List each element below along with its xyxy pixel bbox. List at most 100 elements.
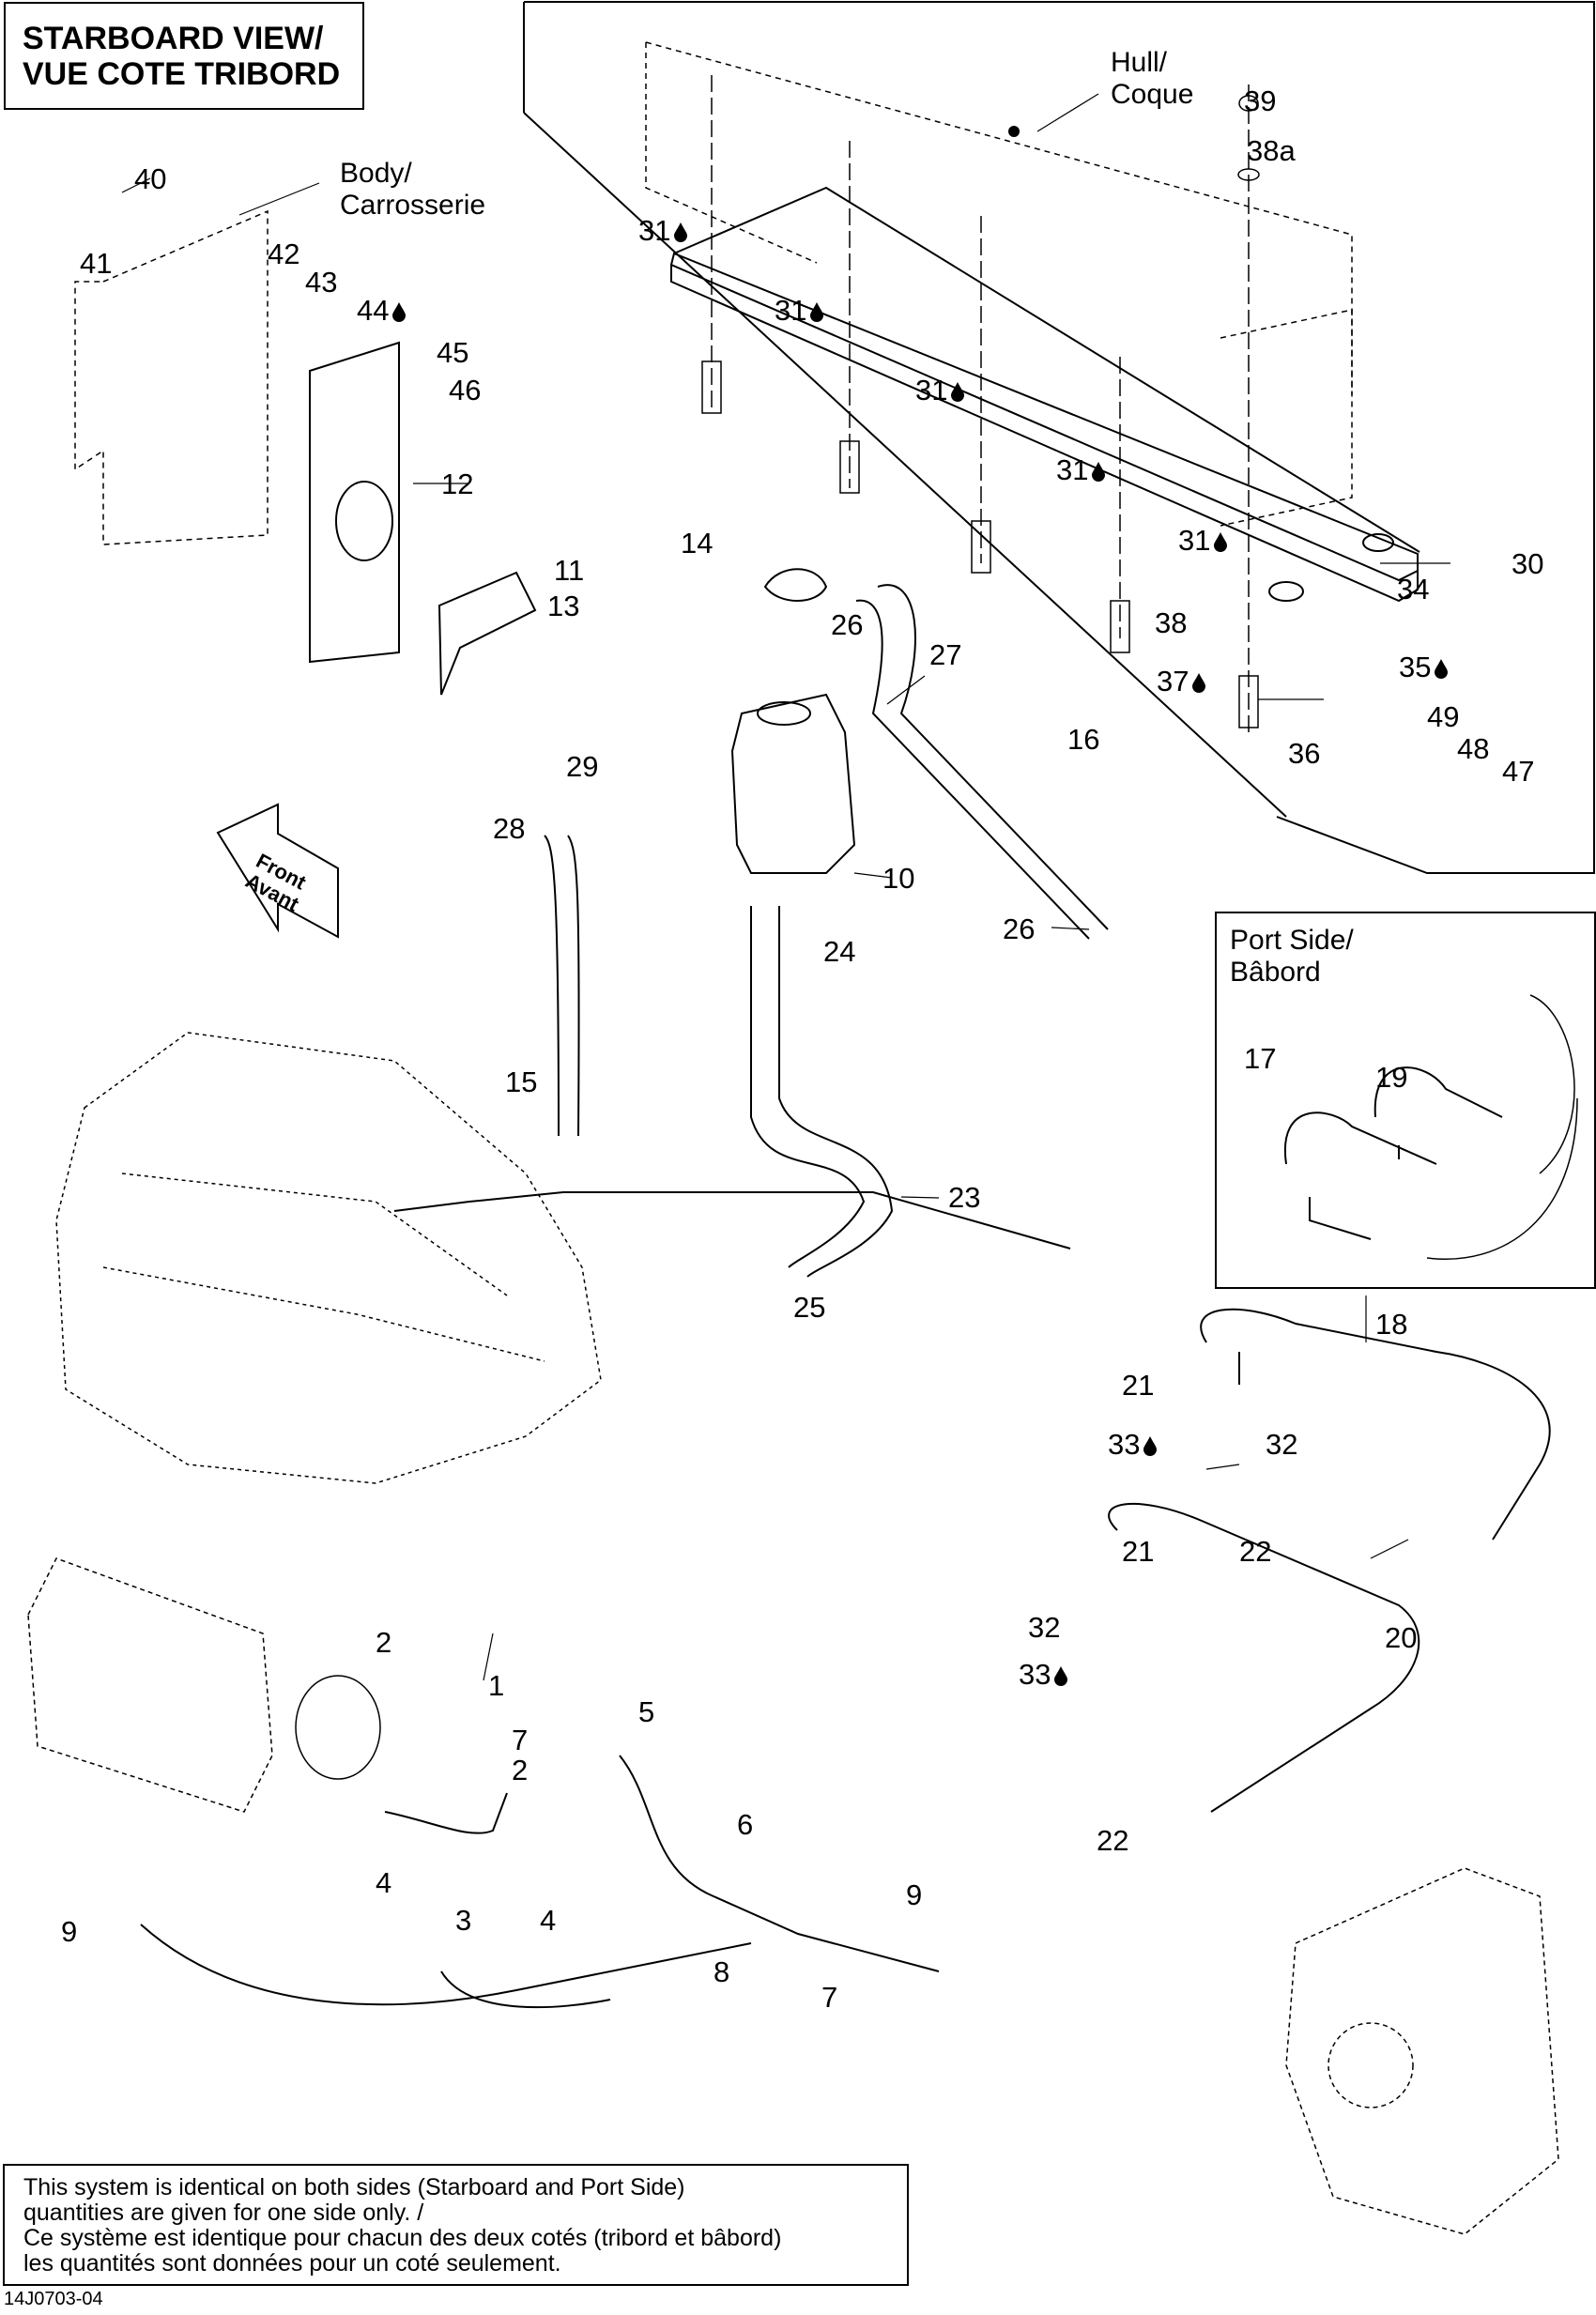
bolts-31-36 [701, 75, 1260, 732]
sealant-drop-icon [389, 296, 407, 325]
part-label-47: 47 [1502, 757, 1534, 786]
note-line: les quantités sont données pour un coté … [23, 2250, 561, 2277]
part-label-30: 30 [1512, 549, 1543, 578]
part-label-42: 42 [268, 239, 299, 268]
part-label-3: 3 [455, 1906, 471, 1935]
sealant-drop-icon [947, 376, 965, 405]
part-label-9: 9 [906, 1880, 922, 1909]
part-number: 1 [488, 1669, 505, 1702]
part-label-4: 4 [540, 1906, 556, 1935]
part-label-46: 46 [449, 376, 481, 405]
part-number: 24 [823, 935, 856, 968]
part-label-11: 11 [554, 556, 584, 585]
part-number: 7 [512, 1724, 529, 1756]
part-number: 18 [1375, 1308, 1408, 1341]
part-number: 2 [376, 1626, 392, 1659]
part-label-15: 15 [505, 1067, 537, 1096]
part-number: 45 [437, 336, 469, 369]
hull-callout: Hull/ Coque [1111, 47, 1193, 111]
port-side-hoses [1283, 994, 1578, 1260]
part-label-6: 6 [737, 1810, 753, 1839]
part-number: 34 [1397, 573, 1430, 606]
part-number: 4 [376, 1866, 392, 1899]
part-label-2: 2 [376, 1628, 391, 1657]
part-number: 22 [1097, 1824, 1129, 1857]
part-number: 28 [493, 812, 526, 845]
part-label-22: 22 [1239, 1537, 1271, 1566]
part-number: 9 [906, 1878, 923, 1911]
part-label-4: 4 [376, 1868, 391, 1897]
body-callout-fr: Carrosserie [340, 190, 486, 221]
part-number: 12 [441, 468, 474, 500]
part-number: 5 [638, 1695, 655, 1728]
sealant-drop-icon [1189, 667, 1206, 696]
part-number: 31 [638, 214, 671, 247]
part-number: 31 [1178, 524, 1211, 557]
note-line: quantities are given for one side only. … [23, 2200, 424, 2226]
part-label-18: 18 [1375, 1310, 1407, 1339]
part-number: 46 [449, 374, 482, 406]
part-number: 22 [1239, 1535, 1272, 1568]
jet-pump-housing [1285, 1867, 1559, 2235]
part-number: 20 [1385, 1621, 1418, 1654]
part-label-36: 36 [1288, 739, 1320, 768]
part-label-26: 26 [831, 610, 863, 639]
part-label-1: 1 [488, 1671, 504, 1700]
part-number: 15 [505, 1066, 538, 1098]
part-label-38: 38 [1155, 608, 1187, 637]
part-number: 31 [1056, 453, 1089, 486]
part-number: 27 [929, 638, 962, 671]
part-label-19: 19 [1375, 1063, 1407, 1092]
front-direction-arrow [216, 803, 339, 939]
part-label-45: 45 [437, 338, 468, 367]
part-label-33: 33 [1108, 1430, 1158, 1459]
part-number: 4 [540, 1904, 557, 1937]
note-line: This system is identical on both sides (… [23, 2174, 685, 2200]
part-label-7: 7 [512, 1725, 528, 1755]
hoses [140, 584, 1551, 2009]
part-number: 47 [1502, 755, 1535, 788]
part-label-16: 16 [1067, 725, 1099, 754]
part-number: 49 [1427, 700, 1460, 733]
part-number: 25 [793, 1291, 826, 1324]
part-label-33: 33 [1019, 1660, 1068, 1689]
port-side-inset-frame [1215, 912, 1596, 1289]
port-side-callout-en: Port Side/ [1230, 925, 1354, 956]
part-label-41: 41 [80, 249, 112, 278]
part-number: 42 [268, 238, 300, 270]
part-label-23: 23 [948, 1183, 980, 1212]
sealant-drop-icon [1088, 455, 1106, 484]
part-label-21: 21 [1122, 1371, 1154, 1400]
hull-pointer-dot [1008, 126, 1020, 137]
part-label-25: 25 [793, 1293, 825, 1322]
part-label-21: 21 [1122, 1537, 1154, 1566]
part-label-2: 2 [512, 1755, 528, 1785]
port-side-callout: Port Side/ Bâbord [1230, 925, 1354, 989]
part-label-27: 27 [929, 640, 961, 669]
sealant-drop-icon [1140, 1430, 1158, 1459]
bracket-plate-12 [309, 341, 537, 696]
figure-id: 14J0703-04 [4, 2289, 103, 2309]
part-label-39: 39 [1244, 86, 1276, 115]
view-title-box: STARBOARD VIEW/ VUE COTE TRIBORD [4, 2, 364, 110]
part-number: 38 [1155, 606, 1188, 639]
part-label-32: 32 [1028, 1613, 1060, 1642]
part-number: 23 [948, 1181, 981, 1214]
part-label-49: 49 [1427, 702, 1459, 731]
body-callout: Body/ Carrosserie [340, 158, 485, 222]
part-number: 37 [1157, 665, 1189, 698]
part-label-24: 24 [823, 937, 855, 966]
part-number: 3 [455, 1904, 472, 1937]
sealant-drop-icon [670, 216, 688, 245]
port-side-callout-fr: Bâbord [1230, 957, 1321, 988]
engine [55, 1032, 602, 1484]
body-callout-en: Body/ [340, 158, 412, 189]
part-label-14: 14 [681, 529, 713, 558]
part-number: 48 [1457, 732, 1490, 765]
part-label-43: 43 [305, 268, 337, 297]
part-number: 43 [305, 266, 338, 299]
hull-callout-en: Hull/ [1111, 47, 1168, 78]
coolant-reservoir [730, 568, 856, 874]
body-panel [74, 209, 269, 545]
part-label-12: 12 [441, 469, 473, 498]
